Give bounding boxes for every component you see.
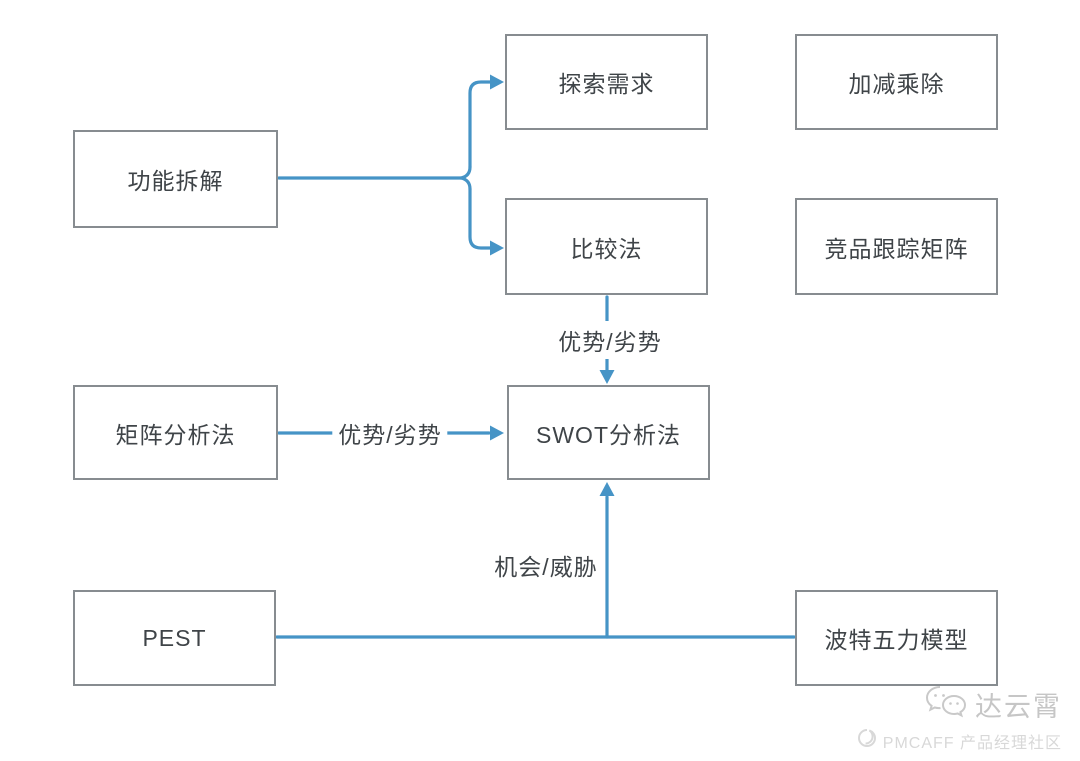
node-function-decomposition: 功能拆解 — [73, 130, 278, 228]
node-explore-demand: 探索需求 — [505, 34, 708, 130]
watermark-author-text: 达云霄 — [975, 692, 1062, 722]
watermark-community-line: PMCAFF 产品经理社区 — [857, 728, 1062, 753]
connector-gongneng-to-tansuo — [468, 80, 493, 169]
node-swot-analysis: SWOT分析法 — [507, 385, 710, 480]
arrowhead-swot-left — [490, 425, 504, 441]
node-label: 竞品跟踪矩阵 — [824, 235, 969, 262]
pmcaff-logo-icon — [857, 728, 877, 753]
node-pest: PEST — [73, 590, 276, 686]
edge-label-strengths-weaknesses-horizontal: 优势/劣势 — [332, 414, 448, 452]
node-porter-five-forces: 波特五力模型 — [795, 590, 998, 686]
node-label: 矩阵分析法 — [115, 421, 236, 448]
connector-brace-upper-cusp — [459, 165, 472, 180]
node-label: 波特五力模型 — [824, 627, 969, 653]
node-label: 加减乘除 — [848, 71, 945, 97]
arrowhead-tansuo — [490, 74, 504, 90]
arrowhead-swot-bottom — [599, 482, 615, 496]
watermark: 达云霄 PMCAFF 产品经理社区 — [857, 684, 1062, 753]
connector-brace-lower-cusp — [459, 176, 472, 191]
node-label: PEST — [142, 624, 207, 651]
connector-gongneng-to-bijiao — [468, 187, 493, 250]
watermark-author-line: 达云霄 — [857, 684, 1062, 725]
node-label: 探索需求 — [558, 71, 655, 97]
node-label: 功能拆解 — [127, 168, 224, 194]
arrowhead-swot-top — [599, 370, 615, 384]
edge-label-strengths-weaknesses-vertical: 优势/劣势 — [552, 321, 668, 359]
arrowhead-bijiao — [490, 240, 504, 256]
edge-label-opportunities-threats: 机会/威胁 — [494, 554, 598, 580]
node-comparison-method: 比较法 — [505, 198, 708, 295]
node-matrix-analysis: 矩阵分析法 — [73, 385, 278, 480]
node-competitor-tracking-matrix: 竞品跟踪矩阵 — [795, 198, 998, 295]
watermark-community-text: PMCAFF 产品经理社区 — [882, 734, 1062, 752]
wechat-bubbles-icon — [923, 684, 969, 725]
node-add-subtract-multiply-divide: 加减乘除 — [795, 34, 998, 130]
node-label: SWOT分析法 — [536, 421, 681, 448]
node-label: 比较法 — [570, 235, 643, 262]
